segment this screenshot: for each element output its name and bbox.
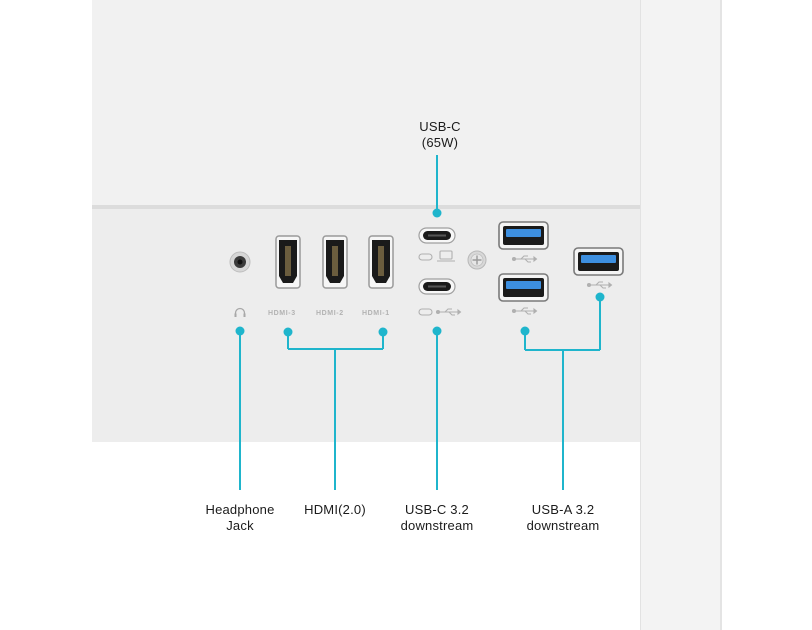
usb-c-65w-port bbox=[418, 227, 456, 244]
usb-icon bbox=[435, 308, 462, 316]
hdmi-3-port bbox=[275, 235, 301, 289]
io-port-panel bbox=[92, 209, 640, 442]
headphone-icon bbox=[234, 307, 246, 317]
laptop-icon bbox=[437, 250, 455, 262]
monitor-stand bbox=[640, 0, 721, 630]
usb-c-icon bbox=[418, 253, 433, 261]
headphone-jack-label: Headphone Jack bbox=[205, 502, 275, 533]
callout-dots bbox=[235, 208, 605, 337]
monitor-back-upper bbox=[92, 0, 640, 207]
usb-icon bbox=[511, 307, 538, 315]
stand-edge bbox=[720, 0, 722, 630]
hdmi-2-port bbox=[322, 235, 348, 289]
hdmi-3-port-label: HDMI-3 bbox=[268, 310, 296, 317]
panel-seam bbox=[92, 205, 640, 209]
usb-c-icon bbox=[418, 308, 433, 316]
usb-icon bbox=[511, 255, 538, 263]
screw-icon bbox=[467, 250, 487, 270]
usb-c-65w-label: USB-C (65W) bbox=[419, 119, 461, 150]
hdmi-2-port-label: HDMI-2 bbox=[316, 310, 344, 317]
usb-a-port-upper bbox=[498, 221, 549, 250]
usb-a-port-right bbox=[573, 247, 624, 276]
headphone-jack-port bbox=[229, 251, 251, 273]
usb-a-downstream-label: USB-A 3.2 downstream bbox=[526, 502, 600, 533]
usb-icon bbox=[586, 281, 613, 289]
callout-lines bbox=[239, 155, 601, 490]
hdmi-1-port-label: HDMI-1 bbox=[362, 310, 390, 317]
usb-a-port-lower bbox=[498, 273, 549, 302]
hdmi-1-port bbox=[368, 235, 394, 289]
usb-c-downstream-label: USB-C 3.2 downstream bbox=[400, 502, 474, 533]
usb-c-downstream-port bbox=[418, 278, 456, 295]
hdmi-label: HDMI(2.0) bbox=[304, 502, 366, 517]
